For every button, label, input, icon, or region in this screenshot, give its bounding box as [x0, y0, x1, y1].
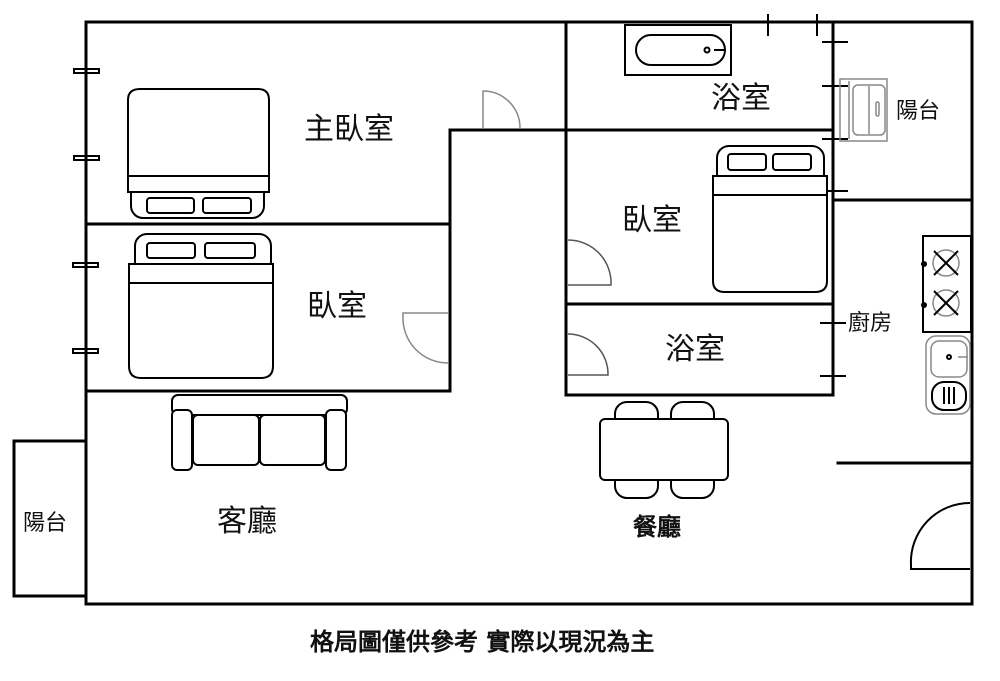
- bed-master: [127, 88, 270, 219]
- room-label-balcony-right: 陽台: [896, 99, 941, 124]
- dining-table: [599, 401, 729, 499]
- room-label-bedroom: 臥室: [307, 289, 367, 324]
- bed-bedroom2: [712, 145, 828, 293]
- disclaimer-text: 格局圖僅供參考 實際以現況為主: [310, 628, 655, 656]
- room-label-living-room: 客廳: [217, 504, 277, 539]
- room-label-bedroom-2: 臥室: [622, 203, 682, 238]
- door-bedroom2: [567, 239, 612, 286]
- left-balcony-wall: [12, 439, 88, 598]
- outer-wall: [84, 20, 974, 606]
- bathtub: [624, 24, 732, 76]
- room-label-balcony-left: 陽台: [23, 511, 68, 536]
- walls: [12, 20, 974, 606]
- sink: [925, 335, 971, 415]
- room-label-bathroom-mid: 浴室: [665, 332, 725, 367]
- washing-machine: [839, 78, 888, 142]
- room-label-bathroom-top: 浴室: [711, 81, 771, 116]
- windows-left: [72, 68, 100, 354]
- room-label-master-bedroom: 主臥室: [304, 112, 394, 147]
- front-door: [909, 501, 971, 570]
- stove: [921, 235, 972, 333]
- room-label-dining-room: 餐廳: [633, 513, 681, 541]
- window-top: [766, 14, 819, 36]
- door-master-bedroom: [482, 90, 521, 129]
- bed-bedroom: [128, 233, 274, 379]
- wall-ticks: [820, 41, 848, 377]
- sofa: [171, 394, 348, 471]
- door-bedroom: [402, 312, 449, 364]
- doors: [402, 90, 971, 570]
- door-bathroom: [567, 333, 609, 376]
- room-label-kitchen: 廚房: [848, 311, 893, 336]
